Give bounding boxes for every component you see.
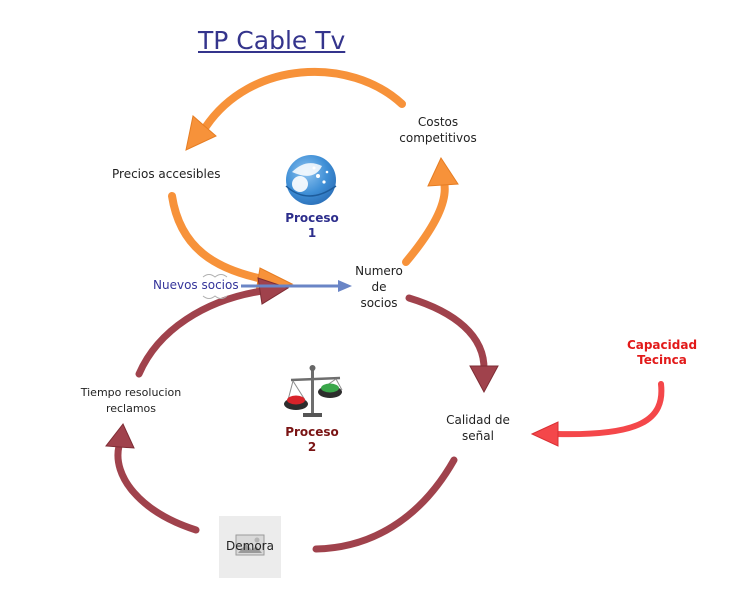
arrowhead-numero [338,280,352,292]
node-demora: Demora [219,516,281,578]
arrow-tiempo-to-junction [135,287,266,378]
arrow-costos-to-precios [201,67,406,132]
node-numero-de-socios: Numero de socios [355,264,403,310]
arrow-demora-to-tiempo [114,442,200,534]
arrow-numero-to-calidad [405,294,488,374]
arrowhead-capacidad [530,421,559,447]
node-costos-competitivos: Costos competitivos [399,115,477,145]
node-tiempo-resolucion-reclamos: Tiempo resolucion reclamos [80,386,182,415]
arrow-precios-to-junction [168,192,272,284]
node-nuevos-socios: Nuevos socios [153,278,239,292]
arrowhead-costos [427,156,459,187]
proceso-2-label: Proceso 2 [285,425,339,454]
demora-label: Demora [226,539,274,553]
arrowhead-precios [185,115,217,151]
node-calidad-de-senal: Calidad de señal [446,413,510,443]
balance-scale-icon [284,365,343,417]
arrowhead-calidad [469,365,499,394]
source-cloud [202,274,228,299]
arrow-capacidad-to-calidad [553,381,665,438]
arrowhead-tiempo [105,423,135,449]
arrow-calidad-to-demora [312,456,458,553]
node-capacidad-tecnica: Capacidad Tecinca [626,338,698,367]
arrow-numero-to-costos [402,178,449,266]
diagram-title: TP Cable Tv [198,26,346,55]
globe-icon [285,155,337,205]
proceso-1-label: Proceso 1 [285,211,339,240]
image-placeholder-icon [235,534,265,556]
node-precios-accesibles: Precios accesibles [112,167,221,181]
